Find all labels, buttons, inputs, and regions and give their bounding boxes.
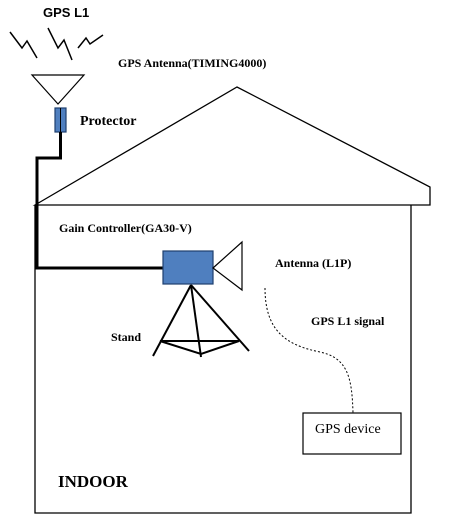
stand-icon (152, 284, 250, 358)
gps-device-label: GPS device (315, 422, 381, 437)
gain-controller-icon (162, 250, 214, 285)
gain-controller-label: Gain Controller(GA30-V) (59, 221, 192, 235)
signal-arrow-1 (9, 31, 38, 59)
protector-label: Protector (80, 114, 137, 129)
signal-arrow-2 (47, 27, 73, 61)
gps-antenna-label: GPS Antenna(TIMING4000) (118, 56, 267, 70)
gps-signal-arrows (9, 27, 104, 61)
gps-l1-signal-path (264, 287, 354, 414)
house-walls (34, 205, 412, 514)
gps-antenna-icon (30, 74, 86, 105)
antenna-l1p-label: Antenna (L1P) (275, 256, 352, 270)
house-roof (32, 86, 431, 206)
gps-device-box (302, 412, 402, 455)
indoor-label: INDOOR (58, 472, 128, 491)
antenna-cable (35, 132, 163, 270)
gps-l1-signal-label: GPS L1 signal (311, 314, 385, 328)
l1p-antenna-icon (212, 240, 243, 292)
house (32, 86, 431, 514)
gps-l1-label: GPS L1 (43, 5, 90, 20)
signal-arrow-3 (77, 34, 104, 49)
stand-label: Stand (111, 330, 142, 344)
